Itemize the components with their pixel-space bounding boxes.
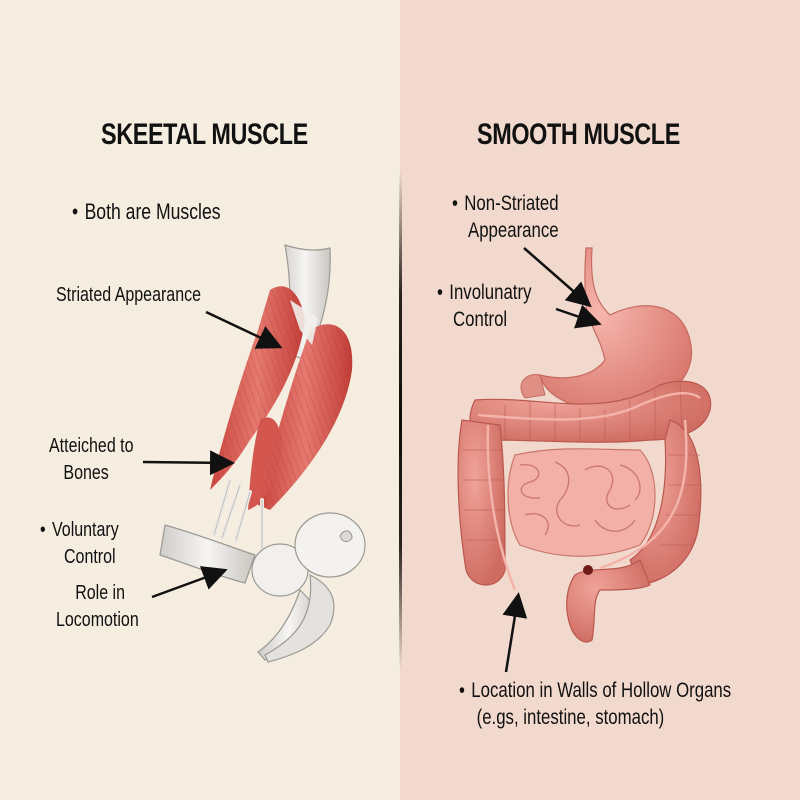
label-attached-to-bones: Atteiched to Bones (49, 435, 134, 484)
arrow-location (502, 592, 528, 673)
bullet-icon (452, 192, 464, 215)
arrow-attached (142, 450, 235, 476)
lower-bone-illustration (159, 512, 366, 663)
small-intestine-illustration (507, 448, 656, 557)
arrow-non-striated (523, 247, 592, 308)
bullet-icon (40, 519, 52, 541)
bullet-icon (72, 199, 85, 224)
smooth-muscle-title: SMOOTH MUSCLE (477, 118, 680, 151)
label-location-hollow-organs: Location in Walls of Hollow Organs (e.gs… (459, 677, 731, 731)
label-role-in-locomotion: Role in Locomotion (56, 582, 139, 631)
skeletal-muscle-title: SKEETAL MUSCLE (101, 118, 308, 151)
arrow-involuntary (555, 304, 602, 329)
arrow-locomotion (151, 566, 228, 599)
label-both-are-muscles: Both are Muscles (72, 198, 221, 225)
large-intestine-illustration (457, 380, 712, 643)
bullet-icon (459, 679, 471, 702)
label-non-striated: Non-Striated Appearance (452, 190, 559, 244)
label-striated-appearance: Striated Appearance (56, 284, 201, 306)
label-voluntary-control: Voluntary Control (40, 517, 119, 571)
bullet-icon (437, 281, 449, 304)
label-involuntary-control: Involunatry Control (437, 279, 531, 333)
skeletal-muscle-illustration (210, 286, 353, 550)
panel-divider (399, 170, 402, 670)
arrow-striated (205, 310, 283, 349)
